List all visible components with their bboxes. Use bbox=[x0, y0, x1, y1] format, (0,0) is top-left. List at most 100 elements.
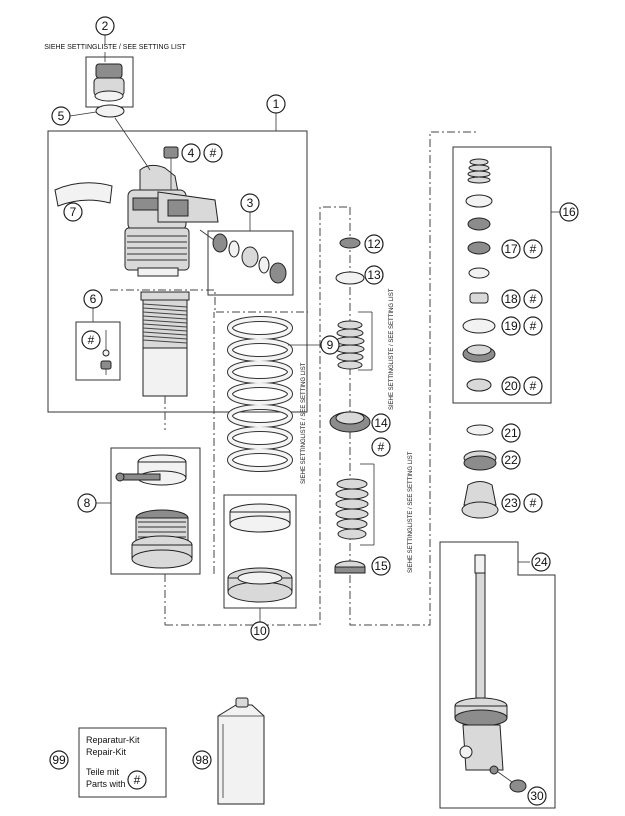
callout-5: 5 bbox=[51, 106, 71, 126]
setting-list-note-top: SIEHE SETTINGLISTE / SEE SETTING LIST bbox=[44, 44, 186, 51]
callout-12: 12 bbox=[364, 234, 384, 254]
hash-badge-4: # bbox=[203, 143, 223, 163]
svg-text:#: # bbox=[530, 496, 537, 510]
preload-ring-and-nut bbox=[115, 454, 193, 569]
svg-text:5: 5 bbox=[58, 109, 65, 123]
svg-text:15: 15 bbox=[374, 559, 388, 573]
svg-text:16: 16 bbox=[562, 205, 576, 219]
parts-label-de: Teile mit bbox=[86, 767, 120, 777]
callout-98: 98 bbox=[192, 750, 212, 770]
svg-text:#: # bbox=[88, 333, 95, 347]
spring-seats bbox=[227, 503, 293, 603]
callout-19: 19 bbox=[501, 316, 521, 336]
hash-badge-17: # bbox=[523, 239, 543, 259]
svg-text:6: 6 bbox=[90, 292, 97, 306]
damper-body-cylinder bbox=[140, 291, 190, 430]
valve-parts-frame bbox=[75, 321, 121, 381]
kit-label-de: Reparatur-Kit bbox=[86, 735, 140, 745]
svg-text:2: 2 bbox=[102, 19, 109, 33]
callout-20: 20 bbox=[501, 376, 521, 396]
svg-text:#: # bbox=[530, 242, 537, 256]
callout-8: 8 bbox=[77, 493, 97, 513]
callout-13: 13 bbox=[364, 265, 384, 285]
svg-text:1: 1 bbox=[273, 97, 280, 111]
svg-text:19: 19 bbox=[504, 319, 518, 333]
callout-2: 2 bbox=[95, 16, 115, 36]
svg-text:7: 7 bbox=[70, 205, 77, 219]
callout-1: 1 bbox=[266, 94, 286, 114]
svg-text:17: 17 bbox=[504, 242, 518, 256]
svg-text:10: 10 bbox=[253, 624, 267, 638]
svg-text:#: # bbox=[530, 319, 537, 333]
piston-rod bbox=[454, 554, 527, 793]
svg-text:13: 13 bbox=[367, 268, 381, 282]
callout-23: 23 bbox=[501, 493, 521, 513]
callout-10: 10 bbox=[250, 621, 270, 641]
reservoir-cap bbox=[85, 56, 134, 108]
callout-30: 30 bbox=[527, 786, 547, 806]
main-spring bbox=[213, 312, 322, 574]
svg-text:23: 23 bbox=[504, 496, 518, 510]
callout-6: 6 bbox=[83, 289, 103, 309]
parts-label-en: Parts with bbox=[86, 779, 126, 789]
svg-text:9: 9 bbox=[327, 338, 334, 352]
o-ring bbox=[95, 104, 125, 118]
svg-text:20: 20 bbox=[504, 379, 518, 393]
svg-text:14: 14 bbox=[374, 416, 388, 430]
hash-badge-14: # bbox=[371, 437, 391, 457]
callout-7: 7 bbox=[63, 202, 83, 222]
adjuster-parts-frame bbox=[207, 230, 294, 296]
svg-text:30: 30 bbox=[530, 789, 544, 803]
hash-badge-6: # bbox=[81, 330, 101, 350]
svg-text:18: 18 bbox=[504, 292, 518, 306]
main-assembly-frame bbox=[47, 130, 308, 413]
svg-text:12: 12 bbox=[367, 237, 381, 251]
piston-rod-frame bbox=[439, 541, 556, 809]
piston-parts-frame bbox=[452, 146, 552, 404]
repair-kit-legend: Reparatur-Kit Repair-Kit Teile mit Parts… bbox=[78, 727, 167, 798]
oil-can bbox=[217, 697, 265, 805]
svg-text:99: 99 bbox=[52, 753, 66, 767]
hash-badge-20: # bbox=[523, 376, 543, 396]
bleed-screw bbox=[163, 146, 179, 190]
svg-text:#: # bbox=[378, 440, 385, 454]
callout-14: 14 bbox=[371, 413, 391, 433]
callout-9: 9 bbox=[320, 335, 340, 355]
callout-16: 16 bbox=[559, 202, 579, 222]
callout-21: 21 bbox=[501, 423, 521, 443]
clip-band bbox=[54, 182, 113, 207]
hash-badge-18: # bbox=[523, 289, 543, 309]
adjuster-parts bbox=[199, 229, 287, 284]
setting-list-note-shims-b: SIEHE SETTINGLISTE / SEE SETTING LIST bbox=[408, 451, 414, 573]
lower-seal-parts bbox=[461, 424, 499, 519]
callout-22: 22 bbox=[501, 450, 521, 470]
svg-text:8: 8 bbox=[84, 496, 91, 510]
callout-4: 4 bbox=[181, 143, 201, 163]
callout-3: 3 bbox=[240, 193, 260, 213]
callout-15: 15 bbox=[371, 556, 391, 576]
preload-adjuster-frame bbox=[110, 447, 201, 575]
svg-text:22: 22 bbox=[504, 453, 518, 467]
callout-17: 17 bbox=[501, 239, 521, 259]
hash-badge-19: # bbox=[523, 316, 543, 336]
kit-label-en: Repair-Kit bbox=[86, 747, 127, 757]
svg-text:4: 4 bbox=[188, 146, 195, 160]
piston-stack-parts bbox=[462, 158, 496, 392]
callout-24: 24 bbox=[531, 552, 551, 572]
callout-99: 99 bbox=[49, 750, 69, 770]
shock-body bbox=[114, 117, 219, 277]
setting-list-note-shims-a: SIEHE SETTINGLISTE / SEE SETTING LIST bbox=[389, 288, 395, 410]
svg-text:98: 98 bbox=[195, 753, 209, 767]
hash-badge-legend: # bbox=[127, 770, 147, 790]
hash-badge-23: # bbox=[523, 493, 543, 513]
setting-list-note-spring: SIEHE SETTINGLISTE / SEE SETTING LIST bbox=[301, 362, 307, 484]
callout-18: 18 bbox=[501, 289, 521, 309]
middle-column-parts bbox=[329, 237, 375, 574]
svg-text:3: 3 bbox=[247, 196, 254, 210]
svg-text:21: 21 bbox=[504, 426, 518, 440]
svg-text:#: # bbox=[530, 379, 537, 393]
svg-text:#: # bbox=[210, 146, 217, 160]
svg-text:24: 24 bbox=[534, 555, 548, 569]
svg-text:#: # bbox=[530, 292, 537, 306]
